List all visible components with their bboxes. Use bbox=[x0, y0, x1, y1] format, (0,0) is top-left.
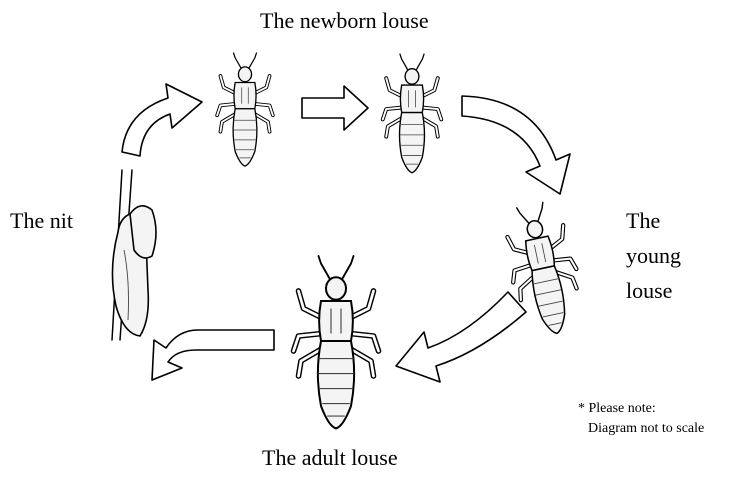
scale-note-line1: * Please note: bbox=[578, 400, 656, 419]
newborn-stage-label: The newborn louse bbox=[260, 8, 429, 34]
young-stage-label-line3: louse bbox=[626, 278, 672, 304]
arrow-newborn-to-young bbox=[462, 96, 570, 194]
arrow-newborn-right bbox=[302, 86, 368, 130]
adult-stage-label: The adult louse bbox=[262, 445, 398, 471]
nit-egg-icon bbox=[112, 170, 156, 340]
young-stage-label-line1: The bbox=[626, 208, 660, 234]
arrow-adult-to-nit bbox=[152, 330, 274, 380]
arrow-nit-to-newborn bbox=[122, 84, 202, 156]
scale-note-line2: Diagram not to scale bbox=[588, 420, 704, 439]
young-stage-label-line2: young bbox=[626, 243, 681, 269]
arrow-young-to-adult bbox=[396, 292, 526, 382]
louse-icon bbox=[217, 53, 273, 166]
louse-icon bbox=[294, 256, 379, 429]
nit-stage-label: The nit bbox=[10, 208, 73, 234]
louse-icon bbox=[383, 54, 441, 173]
